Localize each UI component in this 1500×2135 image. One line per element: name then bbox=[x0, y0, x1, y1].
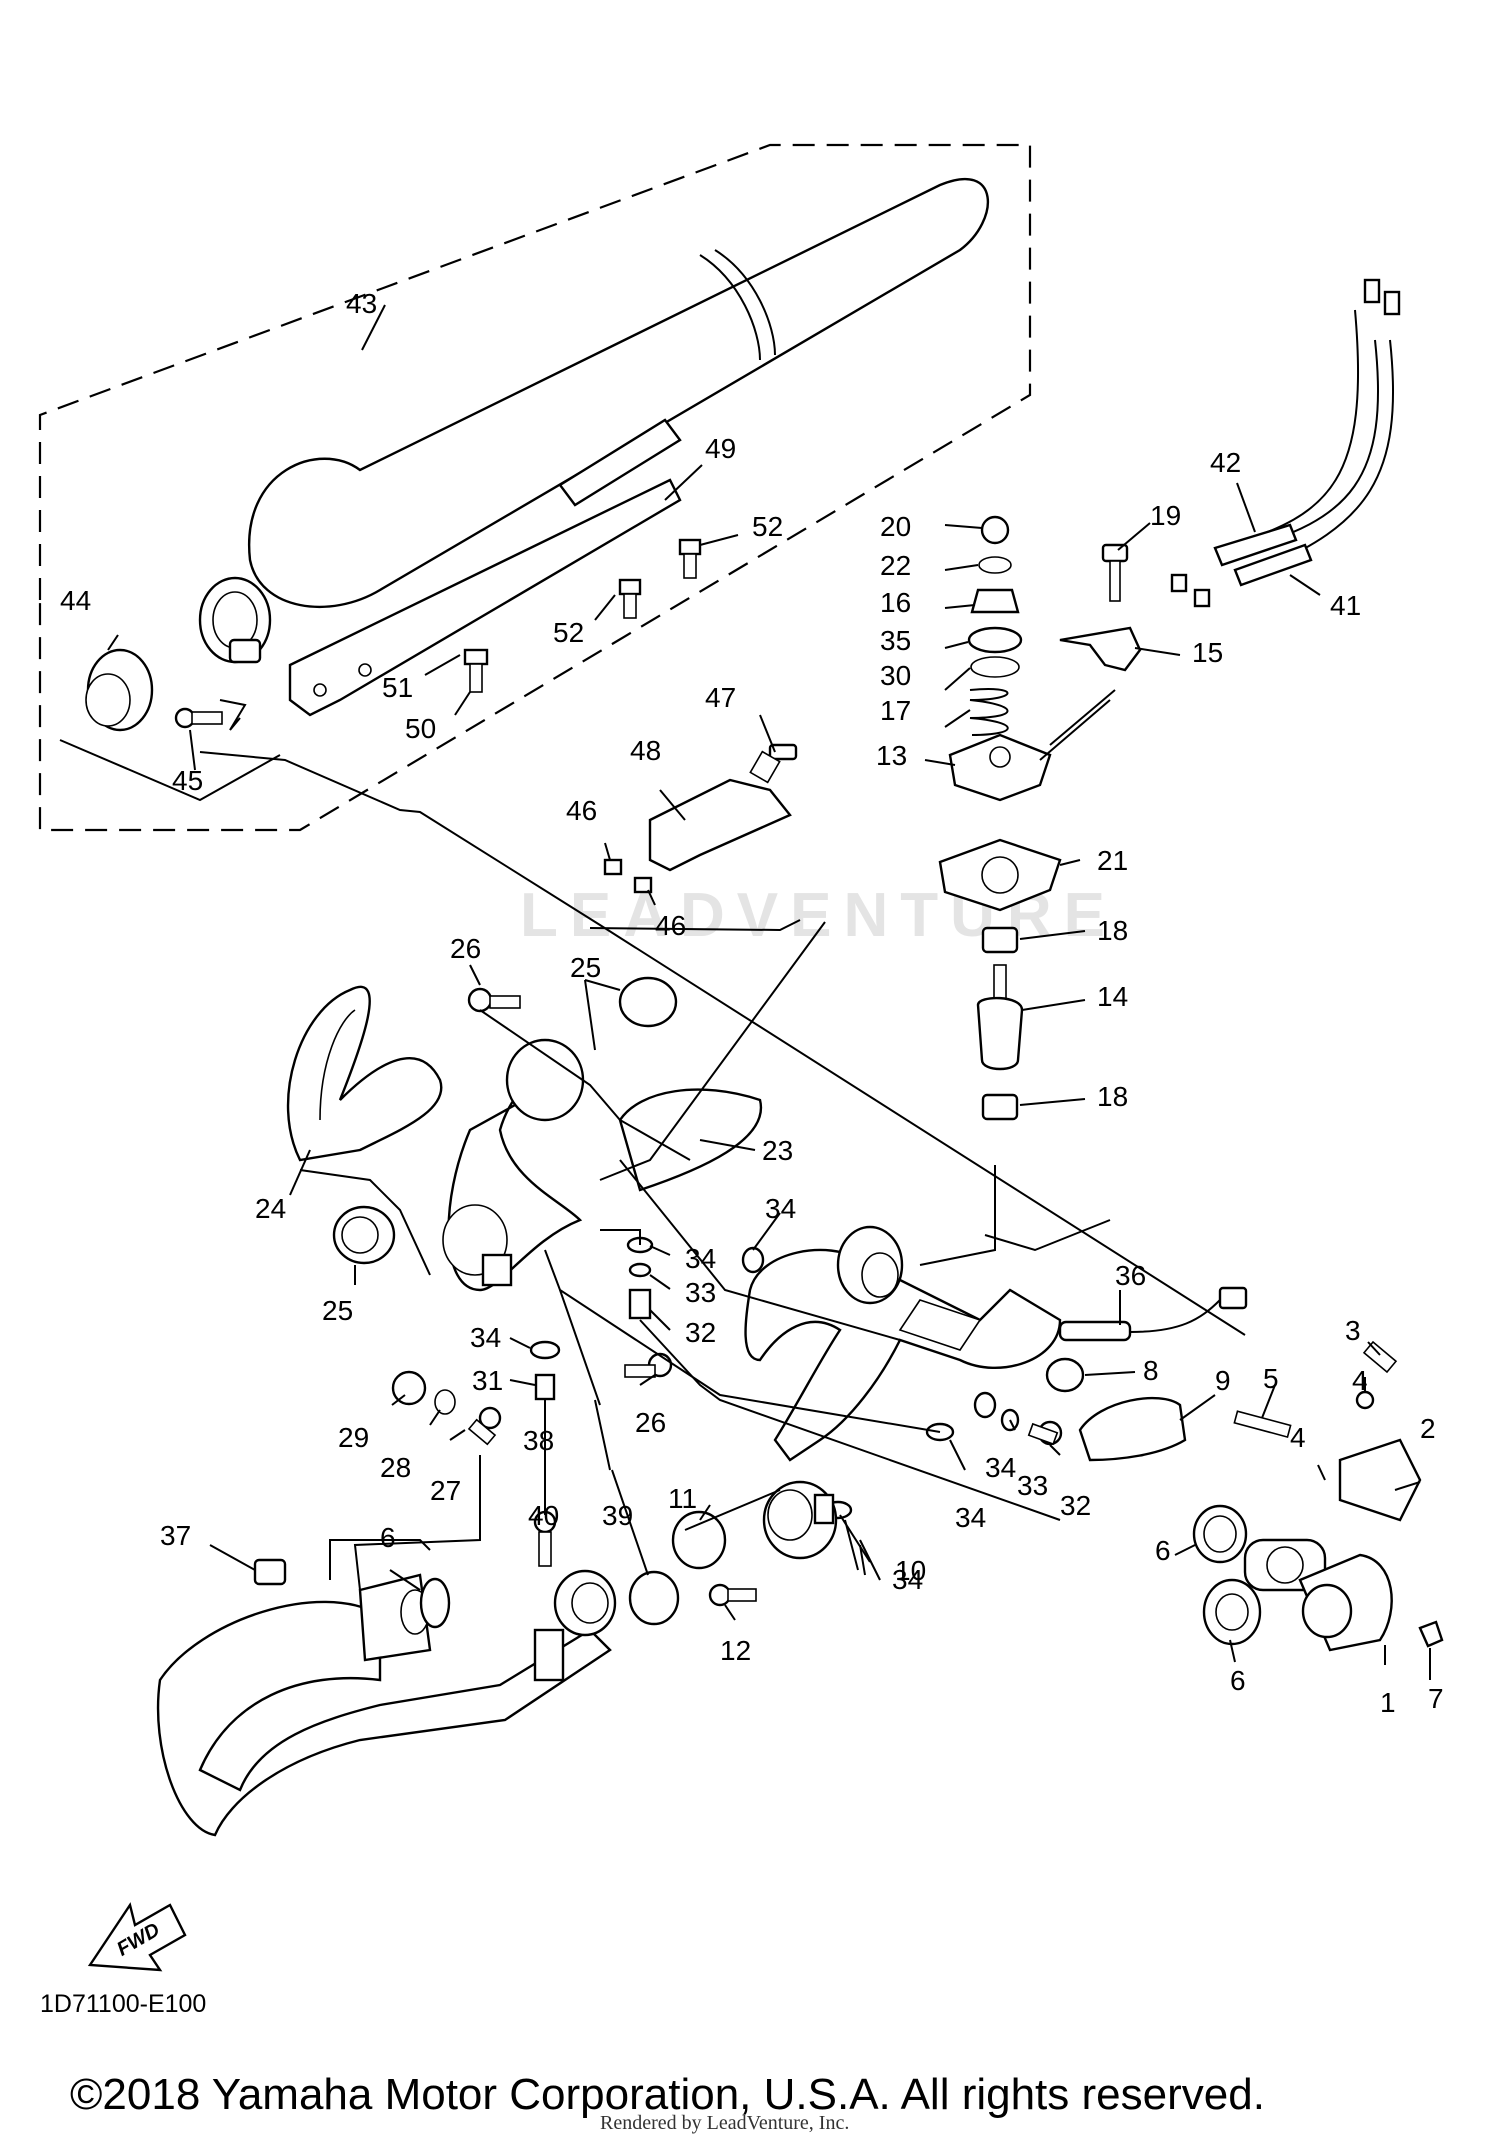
callout-34: 34 bbox=[955, 1502, 986, 1533]
exhaust-joint-pipe bbox=[744, 1225, 1062, 1560]
callout-29: 29 bbox=[338, 1422, 369, 1453]
callout-46: 46 bbox=[655, 910, 686, 941]
callout-26: 26 bbox=[635, 1407, 666, 1438]
callout-27: 27 bbox=[430, 1475, 461, 1506]
front-exhaust-pipe bbox=[156, 1510, 757, 1837]
callout-17: 17 bbox=[880, 695, 911, 726]
exhaust-port-flange bbox=[1192, 1340, 1444, 1652]
callout-14: 14 bbox=[1097, 981, 1128, 1012]
callout-13: 13 bbox=[876, 740, 907, 771]
callout-7: 7 bbox=[1428, 1683, 1444, 1714]
callout-34: 34 bbox=[892, 1564, 923, 1595]
callout-47: 47 bbox=[705, 682, 736, 713]
callout-43: 43 bbox=[346, 288, 377, 319]
callout-34: 34 bbox=[985, 1452, 1016, 1483]
rear-exhaust-pipe bbox=[442, 1038, 585, 1292]
callout-25: 25 bbox=[570, 952, 601, 983]
callout-36: 36 bbox=[1115, 1260, 1146, 1291]
callout-28: 28 bbox=[380, 1452, 411, 1483]
exup-valve-stack bbox=[938, 515, 1062, 1121]
callout-51: 51 bbox=[382, 672, 413, 703]
callout-20: 20 bbox=[880, 511, 911, 542]
callout-52: 52 bbox=[553, 617, 584, 648]
callout-45: 45 bbox=[172, 765, 203, 796]
rendered-by-credit: Rendered by LeadVenture, Inc. bbox=[600, 2112, 850, 2134]
callout-18: 18 bbox=[1097, 915, 1128, 946]
callout-2: 2 bbox=[1420, 1413, 1436, 1444]
callout-16: 16 bbox=[880, 587, 911, 618]
callout-22: 22 bbox=[880, 550, 911, 581]
callout-23: 23 bbox=[762, 1135, 793, 1166]
callout-6: 6 bbox=[1230, 1665, 1246, 1696]
muffler-end-cap bbox=[85, 648, 154, 732]
callout-48: 48 bbox=[630, 735, 661, 766]
servo-bracket bbox=[1059, 543, 1142, 672]
callout-40: 40 bbox=[528, 1500, 559, 1531]
callout-33: 33 bbox=[1017, 1470, 1048, 1501]
muffler-assembly-boundary bbox=[38, 143, 1032, 832]
muffler-body bbox=[198, 177, 990, 664]
forward-direction-arrow: FWD bbox=[87, 1902, 187, 1972]
callout-44: 44 bbox=[60, 585, 91, 616]
callout-30: 30 bbox=[880, 660, 911, 691]
muffler-bracket bbox=[288, 418, 682, 717]
callout-10: 10 bbox=[895, 1555, 926, 1586]
callout-12: 12 bbox=[720, 1635, 751, 1666]
heat-protector-rear bbox=[286, 985, 443, 1162]
callout-26: 26 bbox=[450, 933, 481, 964]
callout-3: 3 bbox=[1345, 1315, 1361, 1346]
callout-34: 34 bbox=[470, 1322, 501, 1353]
callout-33: 33 bbox=[685, 1277, 716, 1308]
callout-9: 9 bbox=[1215, 1365, 1231, 1396]
callout-52: 52 bbox=[752, 511, 783, 542]
callout-24: 24 bbox=[255, 1193, 286, 1224]
callouts: 1 2 3 4 4 5 6 6 6 7 8 9 10 11 12 13 14 1… bbox=[60, 288, 1444, 1718]
callout-11: 11 bbox=[668, 1483, 697, 1514]
callout-31: 31 bbox=[472, 1365, 503, 1396]
callout-6: 6 bbox=[380, 1522, 396, 1553]
collar-and-protector bbox=[1045, 1357, 1187, 1462]
callout-34: 34 bbox=[765, 1193, 796, 1224]
callout-25: 25 bbox=[322, 1295, 353, 1326]
callout-5: 5 bbox=[1263, 1363, 1279, 1394]
heat-protector-front bbox=[618, 1088, 763, 1192]
muffler-bolts bbox=[174, 538, 702, 729]
callout-19: 19 bbox=[1150, 500, 1181, 531]
callout-21: 21 bbox=[1097, 845, 1128, 876]
leader-lines bbox=[59, 304, 1431, 1680]
callout-4: 4 bbox=[1290, 1422, 1306, 1453]
callout-8: 8 bbox=[1143, 1355, 1159, 1386]
callout-34: 34 bbox=[685, 1243, 716, 1274]
copyright-notice: ©2018 Yamaha Motor Corporation, U.S.A. A… bbox=[70, 2070, 1265, 2119]
callout-6: 6 bbox=[1155, 1535, 1171, 1566]
callout-32: 32 bbox=[685, 1317, 716, 1348]
heat-protector-bracket bbox=[603, 743, 798, 894]
small-fasteners bbox=[467, 987, 1063, 1520]
callout-46: 46 bbox=[566, 795, 597, 826]
callout-18: 18 bbox=[1097, 1081, 1128, 1112]
callout-41: 41 bbox=[1330, 590, 1361, 621]
callout-1: 1 bbox=[1380, 1687, 1396, 1718]
diagram-code: 1D71100-E100 bbox=[40, 1990, 207, 2018]
callout-32: 32 bbox=[1060, 1490, 1091, 1521]
exup-cables bbox=[1170, 278, 1401, 608]
callout-4: 4 bbox=[1352, 1365, 1368, 1396]
callout-39: 39 bbox=[602, 1500, 633, 1531]
callout-37: 37 bbox=[160, 1520, 191, 1551]
callout-49: 49 bbox=[705, 433, 736, 464]
callout-15: 15 bbox=[1192, 637, 1223, 668]
callout-38: 38 bbox=[523, 1425, 554, 1456]
exhaust-gaskets bbox=[332, 976, 678, 1446]
callout-42: 42 bbox=[1210, 447, 1241, 478]
callout-35: 35 bbox=[880, 625, 911, 656]
exhaust-sensor bbox=[1058, 1286, 1248, 1342]
callout-50: 50 bbox=[405, 713, 436, 744]
